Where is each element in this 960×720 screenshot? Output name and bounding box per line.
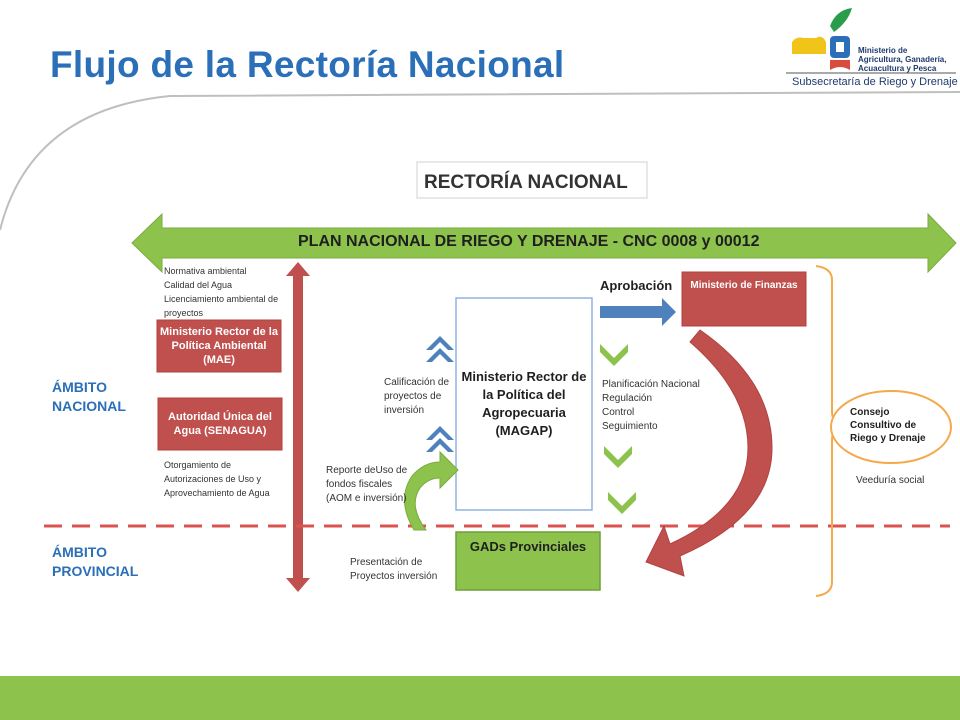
down-chevron-icon-2 bbox=[604, 446, 632, 468]
calificacion-text: Calificación de proyectos de inversión bbox=[384, 377, 450, 416]
asignacion-curved-arrow bbox=[645, 329, 773, 577]
senagua-box bbox=[157, 397, 283, 451]
senagua-box-label: Autoridad Única del Agua (SENAGUA) bbox=[168, 411, 272, 437]
ministry-logo: Ministerio de Agricultura, Ganadería, Ac… bbox=[786, 6, 958, 92]
down-chevron-icon-3 bbox=[608, 492, 636, 514]
plan-banner-arrow bbox=[131, 212, 957, 274]
gads-box bbox=[455, 531, 601, 591]
header-curve bbox=[0, 91, 960, 231]
slide-title: Flujo de la Rectoría Nacional bbox=[50, 44, 565, 85]
otorgamiento-text: Otorgamiento de Autorizaciones de Uso y … bbox=[164, 460, 270, 498]
finanzas-box bbox=[681, 271, 807, 327]
aprobacion-arrow bbox=[600, 298, 676, 326]
logo-line-1: Ministerio de bbox=[858, 46, 908, 55]
down-chevron-icon-1 bbox=[600, 344, 628, 366]
consejo-ellipse bbox=[830, 390, 952, 464]
normativa-list: Normativa ambiental Calidad del Agua Lic… bbox=[164, 266, 279, 318]
logo-emblem-icon bbox=[786, 8, 956, 74]
ambito-nacional-label: ÁMBITO NACIONAL bbox=[52, 379, 126, 414]
consejo-label: Consejo Consultivo de Riego y Drenaje bbox=[850, 407, 926, 444]
aprobacion-label: Aprobación bbox=[600, 278, 673, 293]
logo-line-3: Acuacultura y Pesca bbox=[858, 64, 937, 73]
veeduria-label: Veeduría social bbox=[856, 475, 925, 486]
reporte-text: Reporte deUso de fondos fiscales (AOM e … bbox=[326, 465, 408, 504]
mae-box-label: Ministerio Rector de la Política Ambient… bbox=[160, 326, 278, 366]
up-chevron-icon-4 bbox=[426, 438, 454, 452]
ambito-provincial-label: ÁMBITO PROVINCIAL bbox=[52, 544, 139, 579]
logo-subtitle: Subsecretaría de Riego y Drenaje bbox=[792, 76, 958, 88]
footer-bar bbox=[0, 676, 960, 720]
magap-box bbox=[455, 297, 593, 511]
presentacion-text: Presentación de Proyectos inversión bbox=[350, 557, 438, 582]
up-chevron-icon-3 bbox=[426, 426, 454, 440]
magap-box-label: Ministerio Rector de la Política del Agr… bbox=[461, 369, 587, 438]
reporte-curved-arrow bbox=[404, 450, 459, 531]
finanzas-box-label: Ministerio de Finanzas bbox=[690, 280, 798, 291]
gads-box-label: GADs Provinciales bbox=[469, 538, 587, 554]
plan-banner-label: PLAN NACIONAL DE RIEGO Y DRENAJE - CNC 0… bbox=[298, 233, 760, 250]
up-chevron-icon-1 bbox=[426, 336, 454, 350]
planificacion-list: Planificación Nacional Regulación Contro… bbox=[602, 379, 700, 432]
up-chevron-icon-2 bbox=[426, 348, 454, 362]
rectoria-header: RECTORÍA NACIONAL bbox=[424, 172, 628, 193]
rectoria-header-box bbox=[416, 161, 648, 199]
logo-line-2: Agricultura, Ganadería, bbox=[858, 55, 947, 64]
vertical-double-arrow bbox=[286, 262, 310, 592]
mae-box bbox=[156, 319, 282, 373]
